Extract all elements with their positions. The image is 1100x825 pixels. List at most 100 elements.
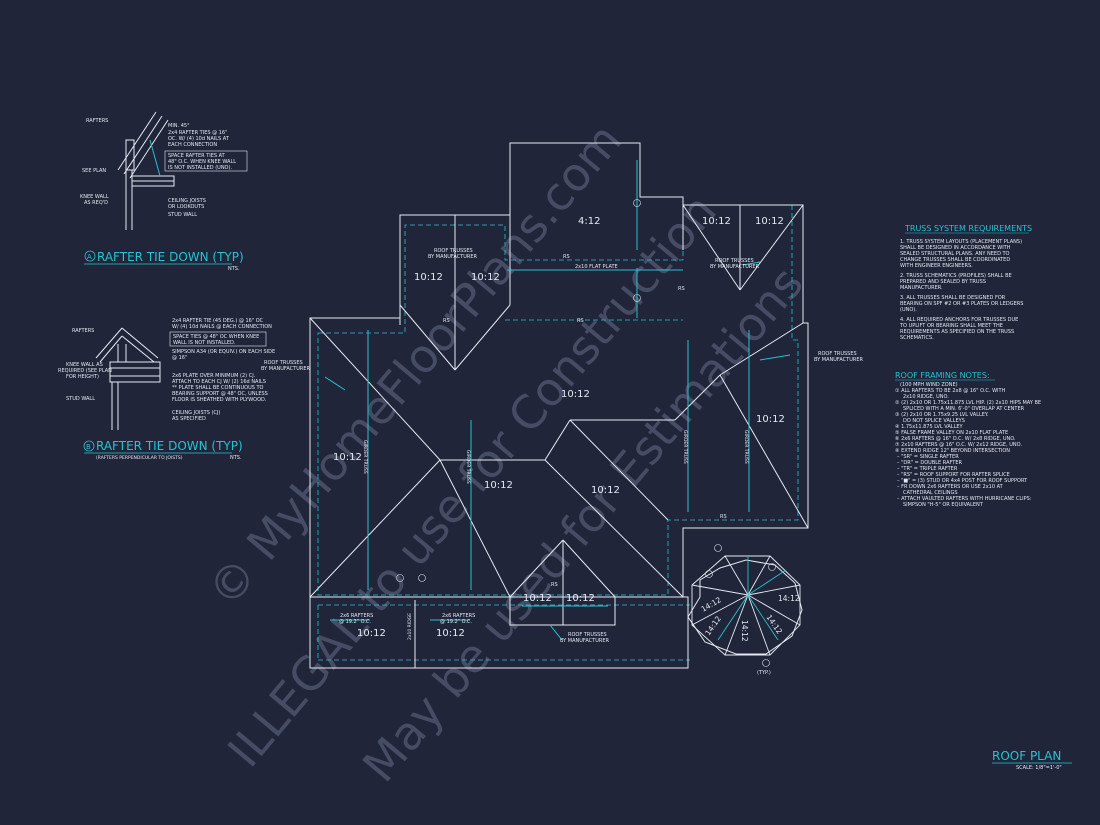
detail-a-ceiling-2: OR LOOKOUTS — [168, 204, 204, 210]
detail-a-space-2: 48" O.C. WHEN KNEE WALL — [168, 159, 236, 165]
pitch-label: 10:12 — [702, 216, 731, 227]
rs-label-4: RS — [720, 514, 727, 520]
framing-line: ① ALL RAFTERS TO BE 2x8 @ 16" O.C. WITH — [895, 388, 1006, 394]
framing-line: – "SR" = SINGLE RAFTER — [897, 454, 959, 460]
detail-a-marker-letter: A — [87, 253, 92, 261]
detail-a-rafters-label: RAFTERS — [86, 118, 108, 124]
detail-b-plate-4: BEARING SUPPORT @ 48" OC, UNLESS — [172, 391, 268, 397]
framing-notes: ROOF FRAMING NOTES: (100 MPH WIND ZONE) … — [895, 371, 1041, 508]
trusses-callout-6: BY MANUFACTURER — [261, 366, 311, 372]
pitch-label: 10:12 — [333, 452, 362, 463]
octagon-pitch-label: 14:12 — [700, 595, 723, 614]
truss-line: (UNO). — [900, 307, 917, 313]
rs-label-3: RS — [563, 254, 570, 260]
truss-line: 4. ALL REQUIRED ANCHORS FOR TRUSSES DUE — [900, 317, 1018, 323]
roof-plan: GIRDER TRUSS GIRDER TRUSS GIRDER TRUSS G… — [261, 142, 1072, 771]
octagon-turret — [691, 555, 801, 656]
truss-line: SEALED STRUCTURAL PLANS. ANY NEED TO — [900, 251, 1010, 257]
pitch-label: 10:12 — [591, 485, 620, 496]
detail-a-knee-1: KNEE WALL — [80, 194, 109, 200]
plan-scale: SCALE: 1/8"=1'-0" — [1016, 765, 1062, 771]
pitch-label: 10:12 — [436, 628, 465, 639]
rafters-callout-2: @ 19.2" O.C. — [339, 619, 371, 625]
framing-line: – "DR" = DOUBLE RAFTER — [897, 460, 962, 466]
detail-a-nts: NTS. — [228, 266, 240, 272]
framing-line: SPLICED WITH A MIN. 6'-0" OVERLAP AT CEN… — [903, 406, 1025, 412]
detail-b-title: RAFTER TIE DOWN (TYP) — [96, 439, 243, 453]
detail-b-plate-5: FLOOR IS SHEATHED WITH PLYWOOD. — [172, 397, 267, 403]
framing-line: ⑧ EXTEND RIDGE 12" BEYOND INTERSECTION — [895, 448, 1010, 454]
trusses-callout-8: BY MANUFACTURER — [814, 357, 864, 363]
framing-line: 2x10 RIDGE, UNO. — [903, 394, 949, 400]
octagon-pitch-label: 14:12 — [778, 594, 800, 603]
framing-line: ⑥ 2x6 RAFTERS @ 16" O.C. W/ 2x8 RIDGE, U… — [895, 436, 1016, 442]
truss-requirements-title: TRUSS SYSTEM REQUIREMENTS — [904, 224, 1032, 233]
detail-a-space-3: IS NOT INSTALLED (UNO). — [168, 165, 232, 171]
pitch-label: 10:12 — [471, 272, 500, 283]
detail-b-stud: STUD WALL — [66, 396, 95, 402]
framing-line: (100 MPH WIND ZONE) — [900, 382, 958, 388]
detail-b-simpson-2: @ 16" — [172, 355, 187, 361]
framing-line: ② (2) 2x10 OR 1.75x11.875 LVL HIP. (2) 2… — [895, 400, 1041, 406]
detail-a-knee-2: AS REQ'D — [84, 200, 108, 206]
girder-label-1: GIRDER TRUSS — [362, 440, 368, 474]
framing-lines — [324, 160, 791, 641]
girder-label-2: GIRDER TRUSS — [465, 450, 471, 484]
detail-a-ceiling-1: CEILING JOISTS — [168, 198, 206, 204]
rs-label-1: RS — [443, 318, 450, 324]
rs-label-6: RS — [678, 286, 685, 292]
truss-line: BEARING ON SPF #2 OR #3 PLATES OR LEDGER… — [900, 301, 1023, 307]
detail-a-min-label: MIN. 45° — [168, 123, 190, 129]
detail-a-drawing — [117, 111, 175, 230]
octagon-pitch-label: 14:12 — [740, 620, 749, 642]
truss-line: PREPARED AND SEALED BY TRUSS — [900, 279, 986, 285]
detail-b-tie-1: 2x4 RAFTER TIE (45 DEG.) @ 16" OC — [172, 318, 264, 324]
framing-line: DO NOT SPLICE VALLEYS — [903, 418, 965, 424]
framing-line: ③ (2) 2x10 OR 1.75x9.25 LVL VALLEY. — [895, 412, 989, 418]
detail-a-tie-1: 2x4 RAFTER TIES @ 16" — [168, 130, 227, 136]
trusses-callout-9: ROOF TRUSSES — [568, 632, 607, 638]
truss-line: 3. ALL TRUSSES SHALL BE DESIGNED FOR — [900, 295, 1006, 301]
truss-line: TO UPLIFT OR BEARING SHALL MEET THE — [899, 323, 1003, 329]
pitch-label: 10:12 — [561, 389, 590, 400]
pitch-label: 10:12 — [756, 414, 785, 425]
rafters-callout-4: @ 19.2" O.C. — [440, 619, 472, 625]
truss-line: MANUFACTURER. — [900, 285, 943, 291]
girder-label-4: GIRDER TRUSS — [743, 430, 749, 464]
truss-line: REQUIREMENTS AS SPECIFIED ON THE TRUSS — [900, 329, 1014, 335]
detail-b-ceiling-1: CEILING JOISTS (CJ) — [172, 410, 220, 416]
detail-b-nts: NTS. — [230, 455, 242, 461]
ridge-label: 2x10 RIDGE — [407, 613, 413, 640]
framing-line: – "■" = (3) STUD OR 4x4 POST FOR ROOF SU… — [897, 478, 1028, 484]
detail-b-subtitle: (RAFTERS PERPENDICULAR TO JOISTS) — [96, 455, 183, 461]
detail-b-simpson-1: SIMPSON A34 (OR EQUIV.) ON EACH SIDE — [172, 349, 275, 355]
trusses-callout-1: ROOF TRUSSES — [434, 248, 473, 254]
detail-a: RAFTERS MIN. 45° 2x4 RAFTER TIES @ 16" O… — [80, 111, 248, 272]
framing-notes-title: ROOF FRAMING NOTES: — [895, 371, 990, 380]
truss-line: WITH ENGINEER ENGINEERS. — [900, 263, 973, 269]
framing-line: ⑦ 2x10 RAFTERS @ 16" O.C. W/ 2x12 RIDGE,… — [895, 442, 1022, 448]
detail-b-ceiling-2: AS SPECIFIED — [172, 416, 206, 422]
rafters-callout-1: 2x6 RAFTERS — [340, 613, 373, 619]
framing-line: – "TR" = TRIPLE RAFTER — [897, 466, 958, 472]
detail-b-space-2: WALL IS NOT INSTALLED. — [173, 340, 236, 346]
trusses-callout-10: BY MANUFACTURER — [560, 638, 610, 644]
truss-line: CHANGE TRUSSES SHALL BE COORDINATED — [900, 257, 1010, 263]
framing-line: – ATTACH VAULTED RAFTERS WITH HURRICANE … — [897, 496, 1032, 502]
pitch-label: 10:12 — [755, 216, 784, 227]
detail-b-knee-2: REQUIRED (SEE PLAN — [58, 368, 112, 374]
truss-requirements: TRUSS SYSTEM REQUIREMENTS 1. TRUSS SYSTE… — [899, 224, 1032, 341]
framing-line: ⑤ FALSE FRAME VALLEY ON 2x10 FLAT PLATE — [895, 430, 1008, 436]
detail-a-marker — [84, 250, 96, 262]
framing-line: ④ 1.75x11.875 LVL VALLEY — [895, 424, 964, 430]
detail-a-tie-3: EACH CONNECTION — [168, 142, 217, 148]
detail-a-title: RAFTER TIE DOWN (TYP) — [97, 250, 244, 264]
trusses-callout-4: BY MANUFACTURER — [710, 264, 760, 270]
pitch-label: 10:12 — [414, 272, 443, 283]
detail-a-see-plan: SEE PLAN — [82, 168, 106, 174]
pitch-label: 10:12 — [357, 628, 386, 639]
detail-b-drawing — [95, 327, 161, 430]
rs-label-5: RS — [551, 582, 558, 588]
